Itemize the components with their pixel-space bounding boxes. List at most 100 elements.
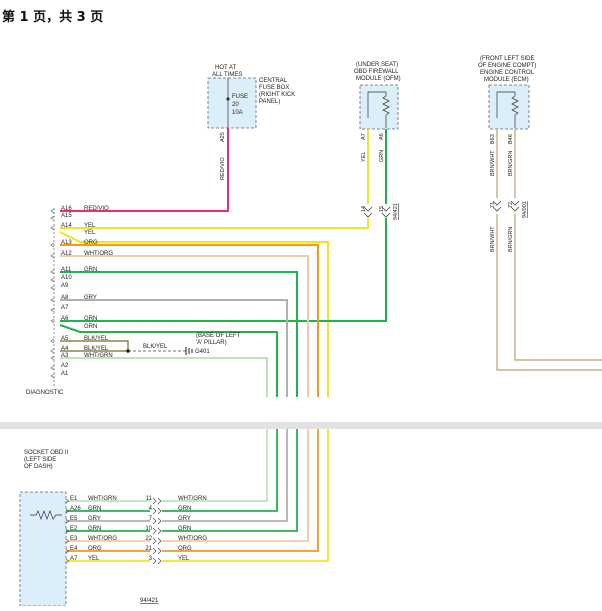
wire-wht-org bbox=[60, 255, 309, 397]
diag-wire-label: YEL bbox=[84, 230, 96, 236]
socket-wire-right bbox=[162, 429, 329, 562]
diag-pin-a15: A15 bbox=[61, 213, 72, 219]
ecm-connector-71-icon bbox=[492, 200, 502, 212]
socket-obd2-outline bbox=[19, 491, 67, 607]
bottom-ref: 94/421 bbox=[140, 598, 159, 604]
wire-org bbox=[60, 244, 319, 397]
ecm-conn-72: 72 bbox=[508, 202, 514, 208]
socket-pin-e4: E4 bbox=[70, 546, 78, 552]
diag-wire-label: BLK/YEL bbox=[84, 336, 109, 342]
ground-icon bbox=[185, 347, 193, 355]
splice-dot bbox=[126, 349, 130, 353]
socket-pin-chevron-icon bbox=[65, 548, 70, 554]
socket-pin-chevron-icon bbox=[65, 518, 70, 524]
wire-grn-lower bbox=[59, 324, 278, 397]
ofm-conn-14: 14 bbox=[361, 206, 367, 212]
diag-pin-chevron-icon bbox=[50, 297, 55, 303]
ecm-title-2: OF ENGINE COMPT) bbox=[478, 63, 536, 69]
ofm-outline bbox=[359, 84, 399, 130]
diag-pin-chevron-icon bbox=[50, 277, 55, 283]
diag-wire-label: WHT/GRN bbox=[84, 353, 113, 359]
diag-wire-label: GRN bbox=[84, 267, 97, 273]
socket-out-wire-label: ORG bbox=[178, 546, 192, 552]
connector-symbols-top bbox=[363, 200, 520, 218]
diagnostic-label: DIAGNOSTIC bbox=[26, 390, 64, 396]
diag-pin-a6: A6 bbox=[61, 316, 69, 322]
diag-pin-chevron-icon bbox=[50, 373, 55, 379]
socket-connector-icon bbox=[152, 557, 162, 565]
wire-wht-grn bbox=[60, 357, 268, 397]
diag-wire-label: RED/VIO bbox=[84, 206, 109, 212]
hot-at-label-2: ALL TIMES bbox=[212, 72, 242, 78]
ofm-conn-15: 15 bbox=[379, 206, 385, 212]
wire-grn-a11 bbox=[60, 271, 298, 397]
ofm-pin-a7: A7 bbox=[361, 133, 367, 140]
diag-pin-chevron-icon bbox=[50, 225, 55, 231]
diag-pin-chevron-icon bbox=[50, 348, 55, 354]
socket-pin-chevron-icon bbox=[65, 498, 70, 504]
wire-ecm-brnwht-b bbox=[496, 214, 602, 371]
wires-top bbox=[59, 128, 602, 397]
diag-pin-chevron-icon bbox=[50, 253, 55, 259]
ofm-wire-yel: YEL bbox=[361, 152, 367, 162]
diag-pin-a11: A11 bbox=[61, 267, 72, 273]
diag-wire-label: YEL bbox=[84, 223, 96, 229]
wire-red-vio bbox=[60, 128, 229, 212]
socket-pin-chevron-icon bbox=[65, 508, 70, 514]
ofm-connector-14-icon bbox=[363, 206, 373, 218]
wire-ecm-brngrn-b bbox=[514, 214, 602, 361]
diag-pin-chevron-icon bbox=[50, 242, 55, 248]
socket-connector-icon bbox=[152, 517, 162, 525]
socket-pin-e1: E1 bbox=[70, 496, 78, 502]
fuse-box-outline bbox=[207, 77, 257, 129]
socket-out-wire-label: YEL bbox=[178, 556, 190, 562]
fuse-icon bbox=[226, 97, 230, 101]
fuse-pin-a25: A25 bbox=[220, 132, 226, 142]
diag-wire-label: GRN bbox=[84, 324, 97, 330]
central-label-1: CENTRAL bbox=[259, 78, 288, 84]
socket-wire-right bbox=[162, 429, 288, 522]
ecm-title-1: (FRONT LEFT SIDE bbox=[480, 56, 534, 62]
diag-wire-label: ORG bbox=[84, 240, 98, 246]
ground-wire-label: BLK/YEL bbox=[143, 344, 168, 350]
engine-control-module: (FRONT LEFT SIDE OF ENGINE COMPT) ENGINE… bbox=[478, 56, 536, 252]
diag-pin-chevron-icon bbox=[50, 269, 55, 275]
diag-pin-a7: A7 bbox=[61, 305, 69, 311]
socket-pin-e3: E3 bbox=[70, 536, 78, 542]
socket-wire-label: WHT/GRN bbox=[88, 496, 117, 502]
socket-wire-right bbox=[162, 429, 309, 542]
ecm-pin-b63: B63 bbox=[490, 134, 496, 144]
ofm-title-3: MODULE (OFM) bbox=[356, 76, 401, 82]
socket-pin-a7: A7 bbox=[70, 556, 78, 562]
socket-wire-label: WHT/ORG bbox=[88, 536, 117, 542]
diag-pin-a13: A13 bbox=[61, 240, 72, 246]
panel-separator bbox=[0, 422, 602, 429]
socket-conn-number: 21 bbox=[145, 546, 152, 552]
socket-wire-label: GRN bbox=[88, 506, 101, 512]
diag-pin-a9: A9 bbox=[61, 283, 69, 289]
socket-out-wire-label: WHT/GRN bbox=[178, 496, 207, 502]
socket-connector-icon bbox=[152, 537, 162, 545]
diag-pin-a14: A14 bbox=[61, 223, 72, 229]
socket-out-wire-label: GRY bbox=[178, 516, 191, 522]
socket-out-wire-label: GRN bbox=[178, 526, 191, 532]
ecm-outline bbox=[488, 84, 530, 130]
diag-wire-label: GRN bbox=[84, 316, 97, 322]
ofm-title-2: OBD FIREWALL bbox=[354, 69, 399, 75]
wiring-diagram-top: HOT AT ALL TIMES CENTRAL FUSE BOX (RIGHT… bbox=[0, 30, 602, 422]
socket-connector-icon bbox=[152, 507, 162, 515]
diag-pin-a4: A4 bbox=[61, 346, 69, 352]
socket-conn-number: 3 bbox=[149, 556, 153, 562]
ecm-wire-lower-brngrn: BRN/GRN bbox=[508, 227, 514, 252]
ecm-wire-lower-brnwht: BRN/WHT bbox=[490, 226, 496, 252]
diag-pin-a3: A3 bbox=[61, 353, 69, 359]
socket-wire-right bbox=[162, 429, 278, 512]
socket-wire-right bbox=[162, 429, 298, 532]
fuse-wire-label: RED/VIO bbox=[220, 157, 226, 180]
socket-conn-number: 22 bbox=[145, 536, 152, 542]
ofm-pin-a6: A6 bbox=[379, 133, 385, 140]
ground-g401: BLK/YEL (BASE OF LEFT 'A' PILLAR) G401 bbox=[126, 333, 241, 355]
diag-pin-a8: A8 bbox=[61, 295, 69, 301]
